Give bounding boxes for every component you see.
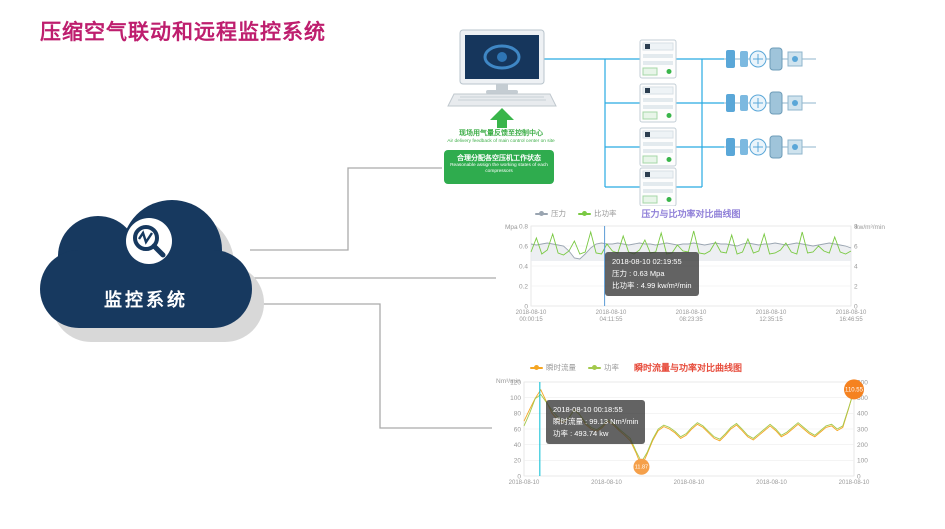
up-arrow-icon — [490, 108, 514, 128]
legend-marker-specific-power-icon — [578, 211, 591, 216]
tooltip-time: 2018-08-10 00:18:55 — [553, 405, 623, 414]
assign-box: 合理分配各空压机工作状态 Reasonable assign the worki… — [444, 150, 554, 184]
svg-text:2018-08-10: 2018-08-10 — [516, 310, 547, 316]
magnifier-pulse-icon — [126, 218, 172, 264]
cloud-label: 监控系统 — [104, 290, 188, 310]
page-title: 压缩空气联动和远程监控系统 — [40, 21, 326, 44]
svg-text:120: 120 — [510, 379, 521, 386]
svg-text:0: 0 — [517, 473, 521, 480]
svg-text:2018-08-10: 2018-08-10 — [674, 480, 705, 486]
feedback-caption: 现场用气量反馈至控制中心 Air delivery feedback of ma… — [442, 130, 560, 145]
svg-text:0: 0 — [854, 303, 858, 310]
svg-text:60: 60 — [514, 426, 522, 433]
svg-text:40: 40 — [514, 442, 522, 449]
svg-text:2018-08-10: 2018-08-10 — [509, 480, 540, 486]
svg-text:8: 8 — [854, 223, 858, 230]
svg-text:11.87: 11.87 — [635, 465, 648, 471]
svg-text:4: 4 — [854, 263, 858, 270]
cloud-shape — [40, 198, 264, 346]
legend-label-specific-power: 比功率 — [594, 209, 617, 218]
svg-text:2018-08-10: 2018-08-10 — [591, 480, 622, 486]
pressure-chart-legend: 压力 比功率 — [535, 208, 617, 219]
svg-text:0.6: 0.6 — [519, 243, 528, 250]
pressure-chart-header: 压力 比功率 压力与比功率对比曲线图 — [497, 206, 885, 220]
svg-text:2: 2 — [854, 283, 858, 290]
svg-text:110.55: 110.55 — [845, 387, 864, 393]
pressure-right-axis-unit: kw/m³/min — [855, 224, 885, 231]
svg-text:2018-08-10: 2018-08-10 — [596, 310, 627, 316]
svg-text:0.8: 0.8 — [519, 223, 528, 230]
flow-left-axis-unit: Nm³/min — [496, 378, 521, 385]
svg-text:0: 0 — [857, 473, 861, 480]
svg-text:200: 200 — [857, 442, 868, 449]
flow-chart-legend: 瞬时流量 功率 — [530, 362, 619, 373]
svg-text:0.4: 0.4 — [519, 263, 528, 270]
svg-text:2018-08-10: 2018-08-10 — [839, 480, 870, 486]
feedback-caption-en: Air delivery feedback of main control ce… — [447, 138, 555, 144]
legend-label-flow: 瞬时流量 — [546, 363, 576, 372]
svg-text:04:11:55: 04:11:55 — [600, 317, 624, 323]
feedback-caption-cn: 现场用气量反馈至控制中心 — [459, 130, 543, 137]
svg-text:500: 500 — [857, 395, 868, 402]
svg-text:08:23:35: 08:23:35 — [679, 317, 703, 323]
air-treatment-icons — [724, 47, 816, 159]
pressure-left-axis-unit: Mpa — [505, 224, 518, 231]
legend-marker-power-icon — [588, 365, 601, 370]
svg-text:600: 600 — [857, 379, 868, 386]
svg-text:2018-08-10: 2018-08-10 — [756, 310, 787, 316]
svg-text:6: 6 — [854, 243, 858, 250]
flow-chart-tooltip: 2018-08-10 00:18:55 瞬时流量 : 99.13 Nm³/min… — [546, 400, 646, 444]
tooltip-specific-power: 比功率 : 4.99 kw/m³/min — [612, 281, 692, 290]
svg-text:2018-08-10: 2018-08-10 — [756, 480, 787, 486]
legend-item-specific-power: 比功率 — [578, 208, 617, 219]
tooltip-pressure: 压力 : 0.63 Mpa — [612, 269, 665, 278]
svg-text:80: 80 — [514, 411, 522, 418]
legend-label-pressure: 压力 — [551, 209, 566, 218]
monitoring-cloud: 监控系统 — [40, 198, 264, 346]
flow-chart-title: 瞬时流量与功率对比曲线图 — [633, 363, 742, 373]
control-computer-icon — [447, 29, 557, 107]
svg-text:20: 20 — [514, 458, 522, 465]
svg-text:300: 300 — [857, 426, 868, 433]
svg-text:100: 100 — [857, 458, 868, 465]
topology-diagram — [447, 29, 816, 207]
legend-item-power: 功率 — [588, 362, 619, 373]
svg-text:100: 100 — [510, 395, 521, 402]
svg-text:00:00:15: 00:00:15 — [519, 317, 543, 323]
svg-text:0: 0 — [524, 303, 528, 310]
tooltip-flow: 瞬时流量 : 99.13 Nm³/min — [553, 417, 639, 426]
legend-label-power: 功率 — [604, 363, 619, 372]
svg-text:0.2: 0.2 — [519, 283, 528, 290]
svg-text:400: 400 — [857, 411, 868, 418]
svg-text:2018-08-10: 2018-08-10 — [836, 310, 867, 316]
legend-marker-flow-icon — [530, 365, 543, 370]
assign-box-cn: 合理分配各空压机工作状态 — [457, 155, 541, 162]
tooltip-power: 功率 : 493.74 kw — [553, 429, 609, 438]
svg-text:12:35:15: 12:35:15 — [759, 317, 783, 323]
svg-text:2018-08-10: 2018-08-10 — [676, 310, 707, 316]
legend-item-flow: 瞬时流量 — [530, 362, 576, 373]
legend-marker-pressure-icon — [535, 211, 548, 216]
pressure-chart-title: 压力与比功率对比曲线图 — [641, 209, 741, 219]
flow-chart-header: 瞬时流量 功率 瞬时流量与功率对比曲线图 — [492, 360, 884, 374]
pressure-chart-tooltip: 2018-08-10 02:19:55 压力 : 0.63 Mpa 比功率 : … — [605, 252, 699, 296]
tooltip-time: 2018-08-10 02:19:55 — [612, 257, 682, 266]
assign-box-en: Reasonable assign the working states of … — [450, 163, 548, 175]
pressure-chart-panel: 压力 比功率 压力与比功率对比曲线图 Mpa kw/m³/min 0 0.2 0.4… — [497, 206, 885, 334]
flow-chart-panel: 瞬时流量 功率 瞬时流量与功率对比曲线图 Nm³/min 0 20 40 60 80 10… — [492, 360, 884, 498]
compressor-icons — [639, 39, 677, 207]
svg-text:16:46:55: 16:46:55 — [839, 317, 863, 323]
legend-item-pressure: 压力 — [535, 208, 566, 219]
